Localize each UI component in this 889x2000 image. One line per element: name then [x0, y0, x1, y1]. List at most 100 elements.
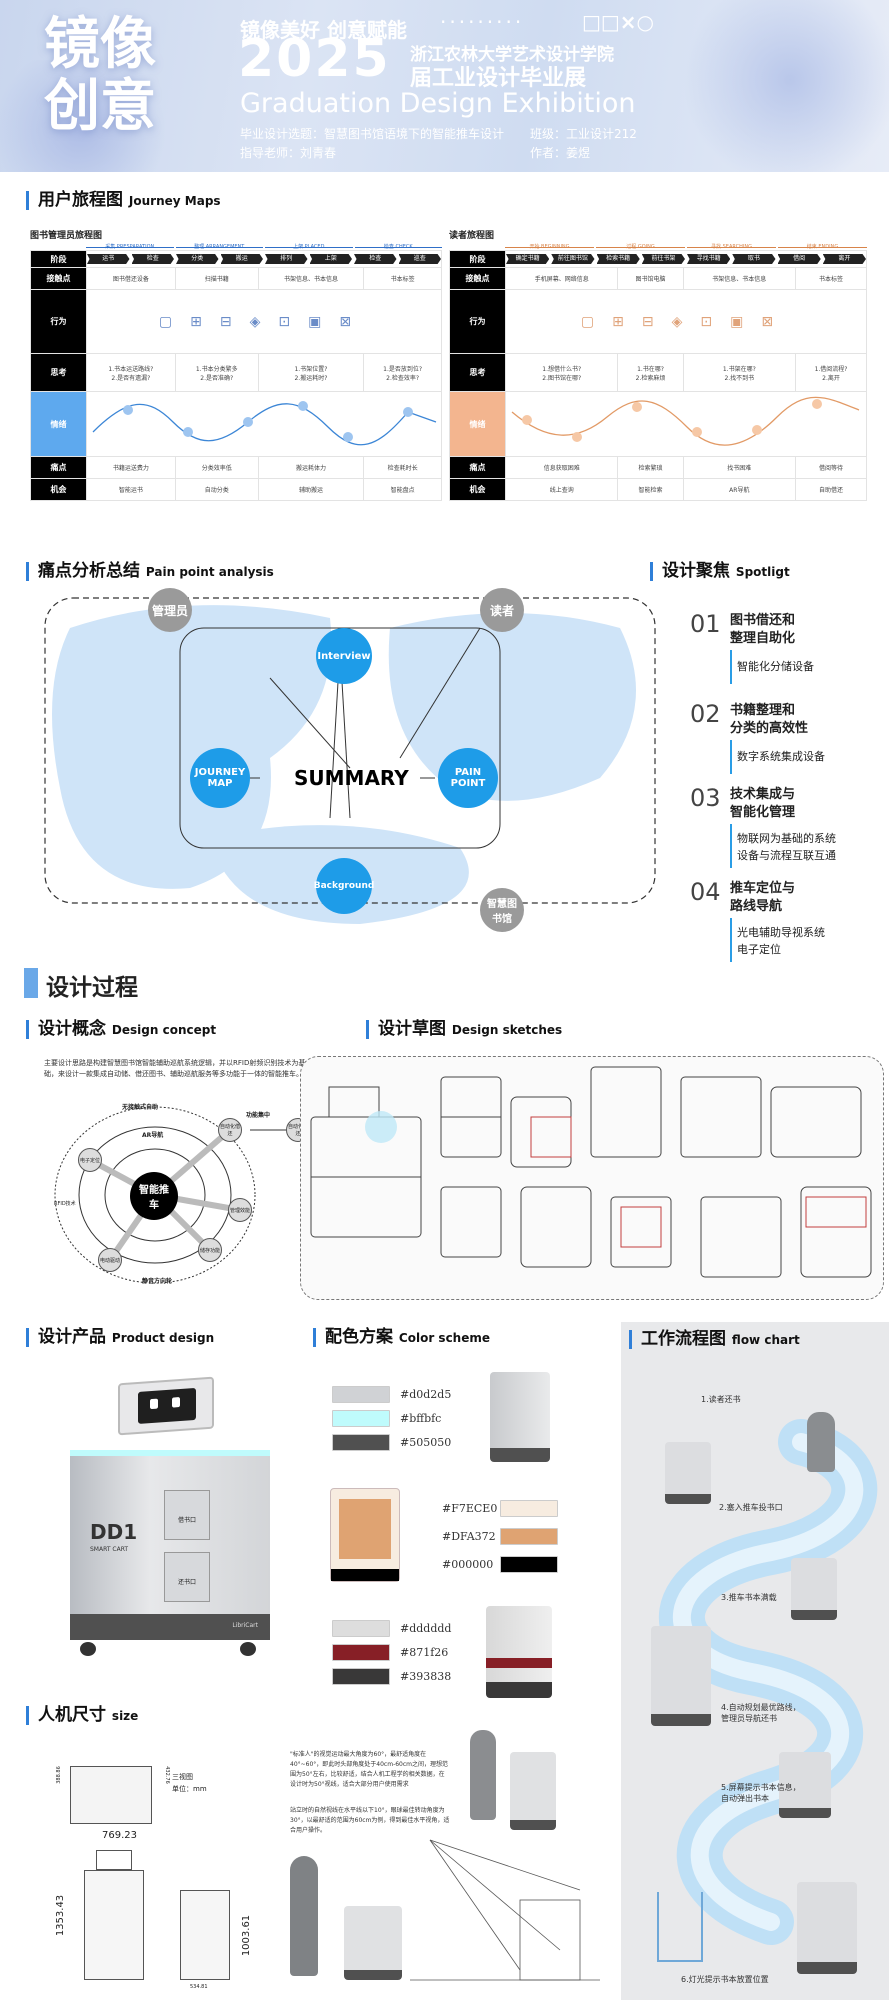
pain-diagram: 管理员 读者 智慧图书馆 Interview JOURNEY MAP PAIN … — [40, 588, 660, 932]
tagline-dots: ········· — [440, 10, 525, 34]
journey-section-title: 用户旅程图 Journey Maps — [26, 191, 221, 210]
flow-cart-1 — [665, 1442, 711, 1504]
spotlight-title: 图书借还和整理自助化 — [730, 613, 796, 646]
size-section-title: 人机尺寸 size — [26, 1706, 138, 1725]
swatch-label: #bffbfc — [400, 1412, 442, 1425]
spotlight-sub: 光电辅助导视系统电子定位 — [737, 926, 825, 956]
dim-base: 534.81 — [190, 1984, 208, 1990]
flow-cart-5 — [797, 1882, 857, 1974]
node-reader: 读者 — [480, 588, 524, 632]
process-title: 设计过程 — [46, 975, 138, 1001]
size-cart-large — [344, 1906, 402, 1980]
node-background: Background — [314, 858, 374, 914]
header-banner: 镜像 创意 镜像美好 创意赋能 ········· □□×○ 2025 浙江农林… — [0, 0, 889, 172]
side-view — [180, 1890, 230, 1980]
spotlight-title: 推车定位与路线导航 — [730, 881, 796, 914]
ergonomic-text-1: "标准人"的视觉运动最大角度为60°，最舒适角度在40°~60°，即此时头部角度… — [290, 1751, 449, 1788]
spotlight-sub: 物联网为基础的系统设备与流程互联互通 — [737, 832, 836, 862]
size-cart-small — [510, 1752, 556, 1830]
node-interview: Interview — [316, 628, 372, 684]
sketch-section-title: 设计草图 Design sketches — [366, 1020, 562, 1039]
concept-text: 主要设计思路是构建智慧图书馆智能辅助巡航系统逻辑，并以RFID射频识别技术为基础… — [44, 1059, 306, 1078]
spotlight-sub: 智能化分储设备 — [737, 660, 814, 673]
ergonomic-text-2: 站立时的自然视线在水平线以下10°，眼球最佳转动角度为30°，以最舒适的范围为6… — [290, 1807, 450, 1834]
logo-line1: 镜像 — [44, 11, 156, 77]
spotlight-num: 01 — [690, 610, 721, 638]
cart-variant-wood — [330, 1488, 400, 1582]
reader-journey: 开始 BEGINNING 过程 GOING 寻找 SEARCHING 结束 EN… — [449, 242, 867, 501]
spotlight-title: 技术集成与智能化管理 — [730, 787, 796, 820]
color-section-title: 配色方案 Color scheme — [313, 1328, 490, 1347]
product-model-sub: SMART CART — [90, 1546, 129, 1553]
ring-label: AR导航 — [142, 1132, 164, 1139]
top-view — [70, 1766, 152, 1824]
concept-node: 管理效能 — [228, 1198, 252, 1222]
pain-section-title: 痛点分析总结 Pain point analysis — [26, 562, 274, 581]
swatch-2-1 — [500, 1500, 558, 1517]
flow-panel: 工作流程图 flow chart 1.读者还书 2.塞入推车投书口 3.推车书本… — [621, 1322, 889, 2000]
front-view — [84, 1870, 144, 1980]
cart-variant-red — [486, 1606, 552, 1698]
bookshelf-icon — [657, 1892, 703, 1962]
concept-section-title: 设计概念 Design concept — [26, 1020, 216, 1039]
dim-height: 1353.43 — [55, 1894, 67, 1937]
swatch-label: #000000 — [442, 1558, 494, 1571]
person-standing — [470, 1730, 496, 1820]
spotlight-sub: 数字系统集成设备 — [737, 750, 825, 763]
concept-node: 自动化借还 — [218, 1118, 242, 1142]
flow-path — [658, 1419, 878, 1945]
header-logo-mark: □□×○ — [582, 10, 655, 34]
flow-cart-4 — [779, 1752, 831, 1818]
spotlight-num: 03 — [690, 784, 721, 812]
swatch-1-2 — [332, 1410, 390, 1427]
class-line: 班级：工业设计212 — [530, 127, 637, 141]
reader-emotion-curve — [511, 396, 860, 446]
swatch-label: #d0d2d5 — [400, 1388, 452, 1401]
librarian-emotion-curve — [92, 401, 437, 446]
logo-line2: 创意 — [44, 73, 156, 139]
reader-journey-title: 读者旅程图 — [449, 231, 495, 241]
spotlight-num: 04 — [690, 878, 721, 906]
exhibition-english: Graduation Design Exhibition — [240, 88, 636, 119]
ring-label: 功能集中 — [246, 1112, 271, 1119]
spotlight-title: 书籍整理和分类的高效性 — [730, 703, 809, 736]
librarian-journey-table: 阶段 运书检查分类搬运排列上架检查巡查 接触点图书借还设备扫描书籍书架信息、书本… — [30, 250, 442, 501]
school-name: 浙江农林大学艺术设计学院 — [410, 45, 614, 65]
swatch-3-1 — [332, 1620, 390, 1637]
person-figure-large — [290, 1856, 318, 1976]
swatch-1-3 — [332, 1434, 390, 1451]
sketch-area — [300, 1056, 884, 1300]
node-pain-point: PAIN POINT — [438, 748, 498, 808]
flow-step-1: 1.读者还书 — [701, 1395, 741, 1404]
product-screen — [118, 1376, 214, 1436]
dim-side: 432.76 — [163, 1766, 170, 1784]
tagline: 镜像美好 创意赋能 — [240, 18, 407, 42]
concept-node: 电子定位 — [78, 1148, 102, 1172]
topic-line: 毕业设计选题：智慧图书馆语境下的智能推车设计 — [240, 127, 505, 141]
swatch-label: #393838 — [400, 1670, 452, 1683]
swatch-3-3 — [332, 1668, 390, 1685]
swatch-label: #F7ECE0 — [442, 1502, 498, 1515]
cart-variant-grey — [490, 1372, 550, 1462]
swatch-2-3 — [500, 1556, 558, 1573]
product-render: 借书口 还书口 DD1 SMART CART LibriCart — [70, 1376, 270, 1660]
librarian-journey-title: 图书管理员旅程图 — [30, 231, 103, 241]
swatch-label: #871f26 — [400, 1646, 449, 1659]
process-title-bar — [24, 968, 38, 998]
flow-section-title: 工作流程图 flow chart — [629, 1330, 800, 1349]
exhibition-name: 届工业设计毕业展 — [410, 66, 587, 91]
unit-label: 单位：mm — [172, 1785, 207, 1793]
reader-journey-table: 阶段 确定书籍前往图书馆检索书籍前往书架寻找书籍取书借阅离开 接触点手机屏幕、网… — [449, 250, 867, 501]
flow-step-5: 5.屏幕提示书本信息，自动弹出书本 — [721, 1783, 801, 1803]
angle-diagram — [410, 1839, 600, 1981]
spotlight-num: 02 — [690, 700, 721, 728]
concept-node: 电动驱动 — [98, 1248, 122, 1272]
flow-step-2: 2.塞入推车投书口 — [719, 1503, 783, 1512]
product-model: DD1 — [90, 1520, 138, 1544]
year: 2025 — [238, 29, 391, 89]
flow-cart-2 — [791, 1558, 837, 1620]
product-slot-in: 借书口 — [164, 1490, 210, 1540]
node-smart-library: 智慧图书馆 — [480, 888, 524, 932]
swatch-3-2 — [332, 1644, 390, 1661]
sketch-drawings — [310, 1066, 872, 1278]
